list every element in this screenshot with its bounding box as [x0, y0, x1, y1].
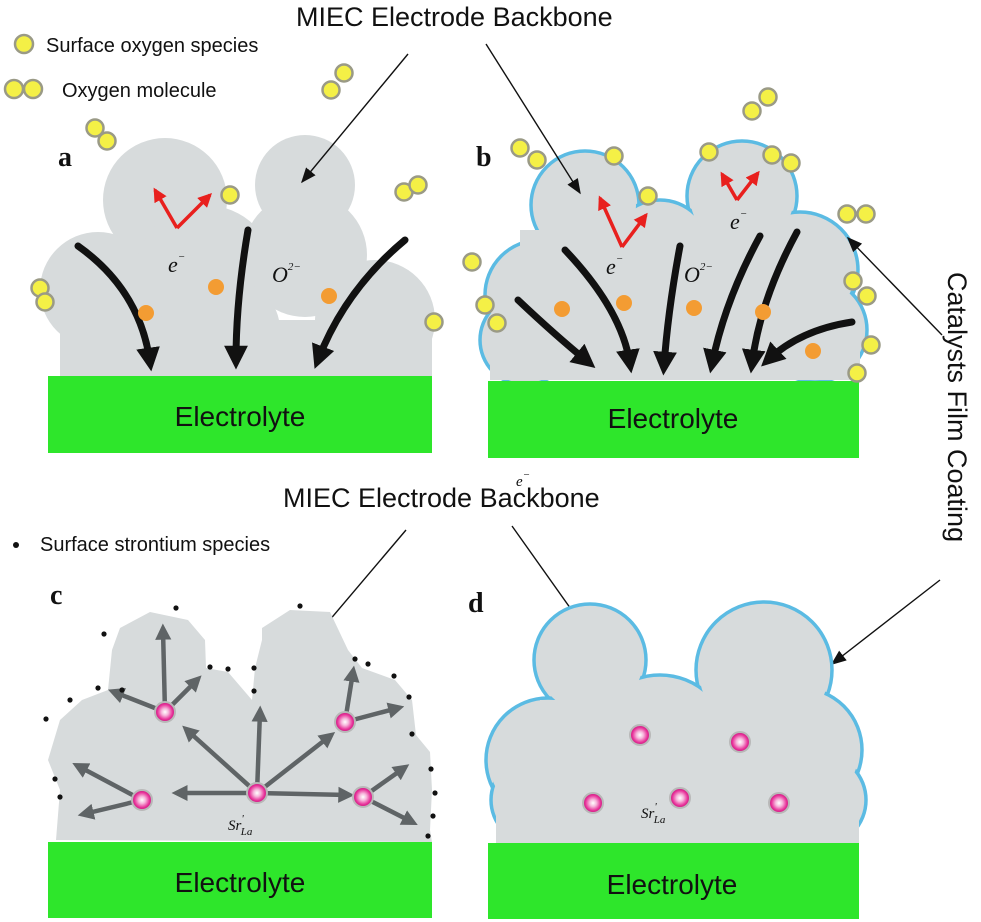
panel-b-ion-path-4: [703, 232, 764, 374]
panel-b-electrolyte-label: Electrolyte: [608, 403, 739, 434]
panel-d: d Electrolyte Sr'La: [468, 588, 868, 919]
panel-b-letter: b: [476, 142, 492, 173]
panel-d-sr-label: Sr'La: [641, 801, 666, 826]
panel-c-surface-strontium: [43, 603, 438, 839]
panel-b-oxide-ion: [554, 301, 570, 317]
panel-a-oxide-ion: [138, 305, 154, 321]
panel-c-strontium-ions: [131, 701, 374, 811]
legend-oxygen-molecule-label: Oxygen molecule: [62, 80, 217, 102]
panel-c: c Electrolyte Sr'La: [43, 580, 438, 918]
top-backbone-label: MIEC Electrode Backbone: [296, 2, 613, 32]
panel-b-ion-label: O2−: [684, 261, 713, 287]
panel-d-letter: d: [468, 588, 484, 619]
panel-b-electron-label-2: e−: [730, 208, 747, 234]
panel-b-oxygen-species: [462, 87, 881, 383]
panel-a-oxide-ion: [208, 279, 224, 295]
panel-a-ion-label: O2−: [272, 261, 301, 287]
panel-a-electron-label: e−: [168, 251, 185, 277]
bottom-backbone-label: MIEC Electrode Backbone: [283, 483, 600, 513]
panel-a-ion-path-3: [312, 236, 409, 369]
panel-a-ion-path-1: [74, 242, 160, 372]
catalyst-film-arrow-d: [830, 579, 941, 665]
panel-b-ion-path-2: [561, 246, 640, 374]
panel-b-ion-path-3: [653, 242, 684, 376]
panel-b-oxide-ion: [805, 343, 821, 359]
panel-a-ion-path-2: [224, 226, 252, 370]
panel-b-stray-electron: e−: [516, 469, 530, 490]
panel-c-sr-label: Sr'La: [228, 813, 253, 838]
panel-b-oxide-ion: [616, 295, 632, 311]
panel-b: b Electrolyte: [462, 87, 881, 490]
legend-oxygen-molecule: Oxygen molecule: [3, 78, 217, 102]
legend-surface-strontium: Surface strontium species: [13, 534, 270, 556]
top-backbone-arrow-a: [301, 53, 409, 184]
panel-b-ion-path-6: [761, 318, 856, 367]
panel-a-electron-arrows: [153, 187, 212, 230]
catalyst-film-arrow-b: [846, 236, 943, 336]
panel-b-oxide-ion: [755, 304, 771, 320]
panel-d-electrolyte-label: Electrolyte: [607, 869, 738, 900]
panel-b-oxide-ion: [686, 300, 702, 316]
panel-a-electrolyte-label: Electrolyte: [175, 401, 306, 432]
panel-b-electron-label: e−: [606, 253, 623, 279]
panel-d-backbone: [484, 600, 868, 848]
panel-c-electrolyte-label: Electrolyte: [175, 867, 306, 898]
panel-c-letter: c: [50, 580, 62, 611]
panel-a-oxide-ion: [321, 288, 337, 304]
panel-d-strontium-ions: [582, 724, 790, 814]
panel-a: a Electrolyte e− O2−: [30, 63, 444, 453]
panel-a-electrolyte: [48, 376, 432, 453]
panel-b-electrolyte: [488, 381, 859, 458]
panel-b-ion-path-5: [741, 228, 801, 374]
panel-c-backbone: [48, 610, 432, 842]
panel-b-electron-arrows: [598, 170, 760, 249]
panel-b-ion-path-1: [514, 296, 596, 369]
legend-surface-oxygen-label: Surface oxygen species: [46, 35, 258, 57]
panel-d-electrolyte: [488, 843, 859, 919]
legend-surface-oxygen: Surface oxygen species: [13, 33, 258, 57]
top-backbone-arrow-b: [485, 43, 581, 195]
catalyst-film-label: Catalysts Film Coating: [942, 272, 972, 542]
panel-a-oxygen-species: [30, 63, 444, 332]
panel-a-letter: a: [58, 142, 72, 173]
panel-a-backbone: [40, 135, 435, 385]
panel-c-electrolyte: [48, 842, 432, 918]
legend-surface-strontium-label: Surface strontium species: [40, 534, 270, 556]
